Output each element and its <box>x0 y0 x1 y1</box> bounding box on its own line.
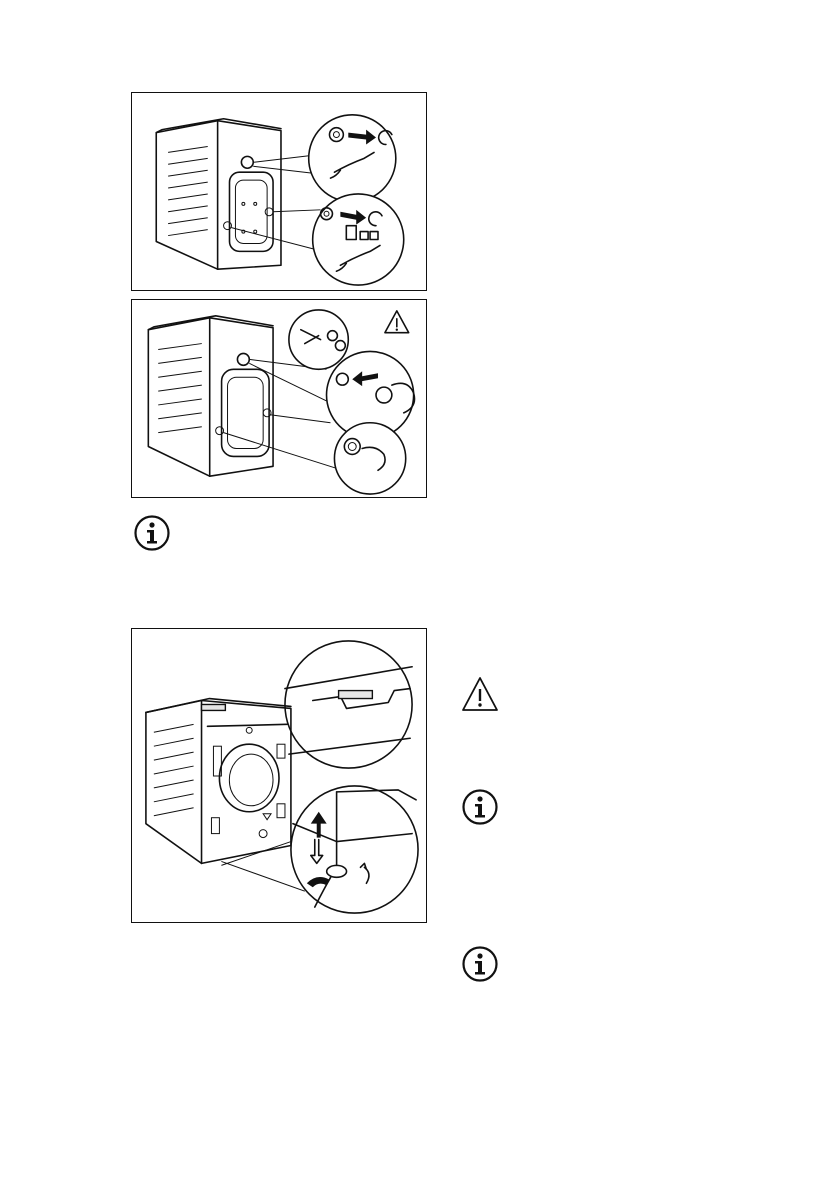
figure-level-appliance <box>131 628 427 923</box>
washing-machine-rear-illustration <box>132 93 426 290</box>
washing-machine-level-illustration <box>132 629 426 922</box>
warning-icon <box>461 675 499 713</box>
figure-remove-transit-bolts <box>131 92 427 291</box>
info-icon <box>461 788 499 826</box>
info-icon <box>461 945 499 983</box>
figure-insert-plastic-caps <box>131 299 427 498</box>
washing-machine-caps-illustration <box>132 300 426 497</box>
info-icon <box>133 514 171 552</box>
